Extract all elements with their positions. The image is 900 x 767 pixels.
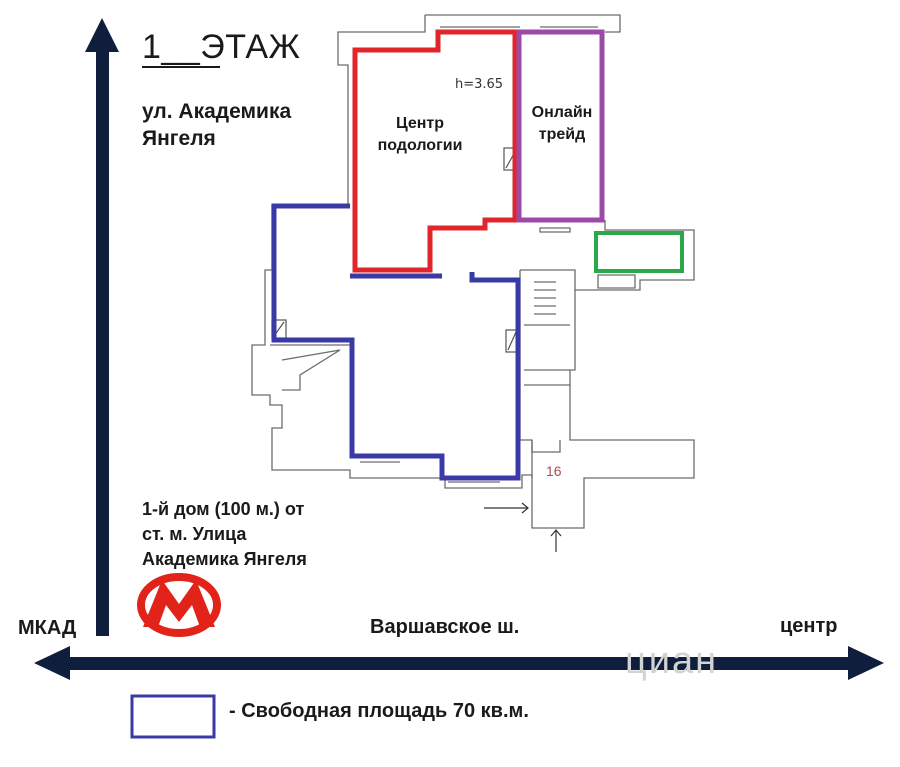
radiator-symbols <box>271 147 519 353</box>
direction-left-label: МКАД <box>18 617 77 639</box>
utility-outline <box>594 231 684 273</box>
free-area-outline <box>271 203 521 481</box>
ceiling-height: h=3.65 <box>455 77 504 92</box>
direction-right-label: центр <box>780 615 838 637</box>
watermark: циан <box>625 640 719 682</box>
metro-icon <box>137 573 221 637</box>
street-name: ул. Академика Янгеля <box>142 100 292 150</box>
room-label-trade: Онлайн трейд <box>531 104 593 143</box>
floor-number: 1 <box>142 28 162 66</box>
podology-outline <box>352 29 518 273</box>
trade-outline <box>516 29 605 223</box>
metro-distance-note: 1-й дом (100 м.) от ст. м. Улица Академи… <box>142 499 307 569</box>
street-arrow <box>85 18 119 636</box>
road-name: Варшавское ш. <box>370 616 520 638</box>
room-number: 16 <box>546 463 562 479</box>
floor-number-underline <box>142 66 220 68</box>
road-arrow <box>34 646 884 680</box>
entrance-arrows <box>484 502 562 552</box>
floor-title: 1__ЭТАЖ <box>142 28 301 66</box>
legend-text: - Свободная площадь 70 кв.м. <box>229 700 529 722</box>
legend-swatch <box>130 694 216 739</box>
room-label-podology: Центр подологии <box>377 115 463 154</box>
floor-label: ЭТАЖ <box>200 28 301 66</box>
